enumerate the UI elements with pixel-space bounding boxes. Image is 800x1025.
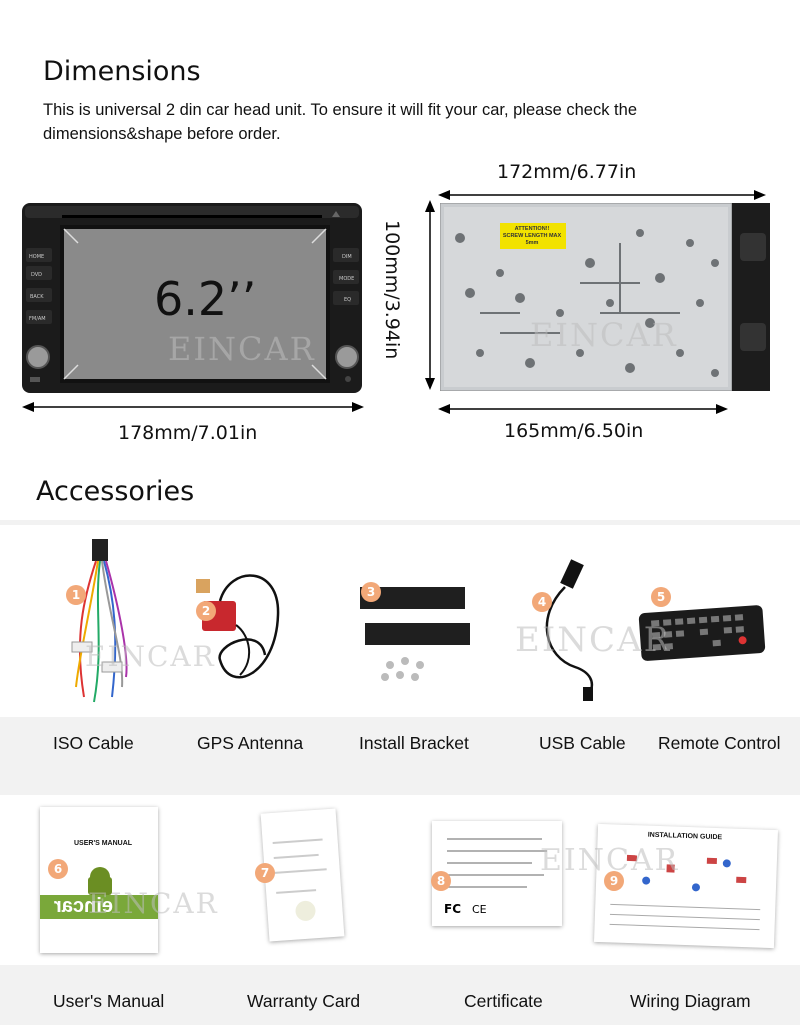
badge-7: 7 [255, 863, 275, 883]
front-button-dvd: DVD [31, 272, 43, 278]
side-top-label: 172mm/6.77in [497, 161, 637, 183]
caption-warranty-card: Warranty Card [247, 991, 361, 1011]
front-button-eq: EQ [344, 297, 352, 303]
dimensions-title: Dimensions [43, 56, 201, 87]
svg-text:FC: FC [444, 902, 461, 916]
caption-install-bracket: Install Bracket [359, 733, 469, 753]
watermark-front: EINCAR [168, 330, 316, 368]
front-button-mode: MODE [339, 276, 355, 282]
sticker-line-3: 5mm [525, 240, 539, 246]
height-arrow [420, 200, 440, 390]
bottom-depth-arrow [438, 402, 728, 416]
caption-usb-cable: USB Cable [539, 733, 626, 753]
width-arrow-front [22, 400, 364, 414]
caption-iso-cable: ISO Cable [53, 733, 134, 753]
caption-users-manual: User's Manual [53, 991, 165, 1011]
warranty-card-image [260, 808, 345, 942]
badge-5: 5 [651, 587, 671, 607]
usb-cable-image [545, 559, 594, 701]
badge-9: 9 [604, 871, 624, 891]
intro-line-2: dimensions&shape before order. [43, 125, 281, 143]
wiring-diagram-image: INSTALLATION GUIDE [593, 823, 779, 949]
badge-8: 8 [431, 871, 451, 891]
caption-wiring-diagram: Wiring Diagram [630, 991, 751, 1011]
top-depth-arrow [438, 188, 766, 202]
height-label: 100mm/3.94in [381, 220, 403, 360]
front-button-home: HOME [29, 254, 45, 260]
attention-sticker: ATTENTION!! SCREW LENGTH MAX 5mm [502, 226, 562, 247]
remote-control-image [638, 605, 766, 661]
manual-heading: USER'S MANUAL [74, 840, 133, 847]
install-bracket-image [360, 587, 470, 681]
badge-6: 6 [48, 859, 68, 879]
iso-cable-image [71, 539, 128, 703]
users-manual-image: USER'S MANUAL eincar [40, 807, 158, 953]
front-button-back: BACK [30, 294, 44, 300]
caption-gps-antenna: GPS Antenna [197, 733, 304, 753]
front-width-label: 178mm/7.01in [118, 422, 258, 444]
certificate-image: FC CE [432, 821, 562, 926]
sticker-line-1: ATTENTION!! [514, 226, 550, 232]
accessory-row-2: USER'S MANUAL eincar FC CE INSTALLATION G… [0, 795, 800, 965]
intro-line-1: This is universal 2 din car head unit. T… [43, 101, 637, 119]
accessories-title: Accessories [36, 476, 195, 507]
svg-text:CE: CE [472, 903, 487, 916]
watermark-accessories-2: EINCAR [85, 640, 216, 673]
front-button-dim: DIM [342, 254, 352, 260]
badge-3: 3 [361, 582, 381, 602]
head-unit-front-image [22, 203, 362, 393]
watermark-accessories-1: EINCAR [515, 620, 672, 660]
caption-remote-control: Remote Control [658, 733, 781, 753]
front-button-fmam: FM/AM [29, 316, 46, 322]
badge-4: 4 [532, 592, 552, 612]
badge-1: 1 [66, 585, 86, 605]
watermark-accessories-4: EINCAR [88, 887, 219, 920]
gps-antenna-image [196, 574, 280, 679]
chassis-side-image [439, 202, 770, 392]
accessory-row-1: EINCAR EINCAR [0, 525, 800, 717]
sticker-line-2: SCREW LENGTH MAX [502, 233, 562, 239]
screen-size-label: 6.2’’ [154, 272, 257, 326]
caption-certificate: Certificate [464, 991, 543, 1011]
badge-2: 2 [196, 601, 216, 621]
watermark-side: EINCAR [530, 316, 678, 354]
side-bottom-label: 165mm/6.50in [504, 420, 644, 442]
